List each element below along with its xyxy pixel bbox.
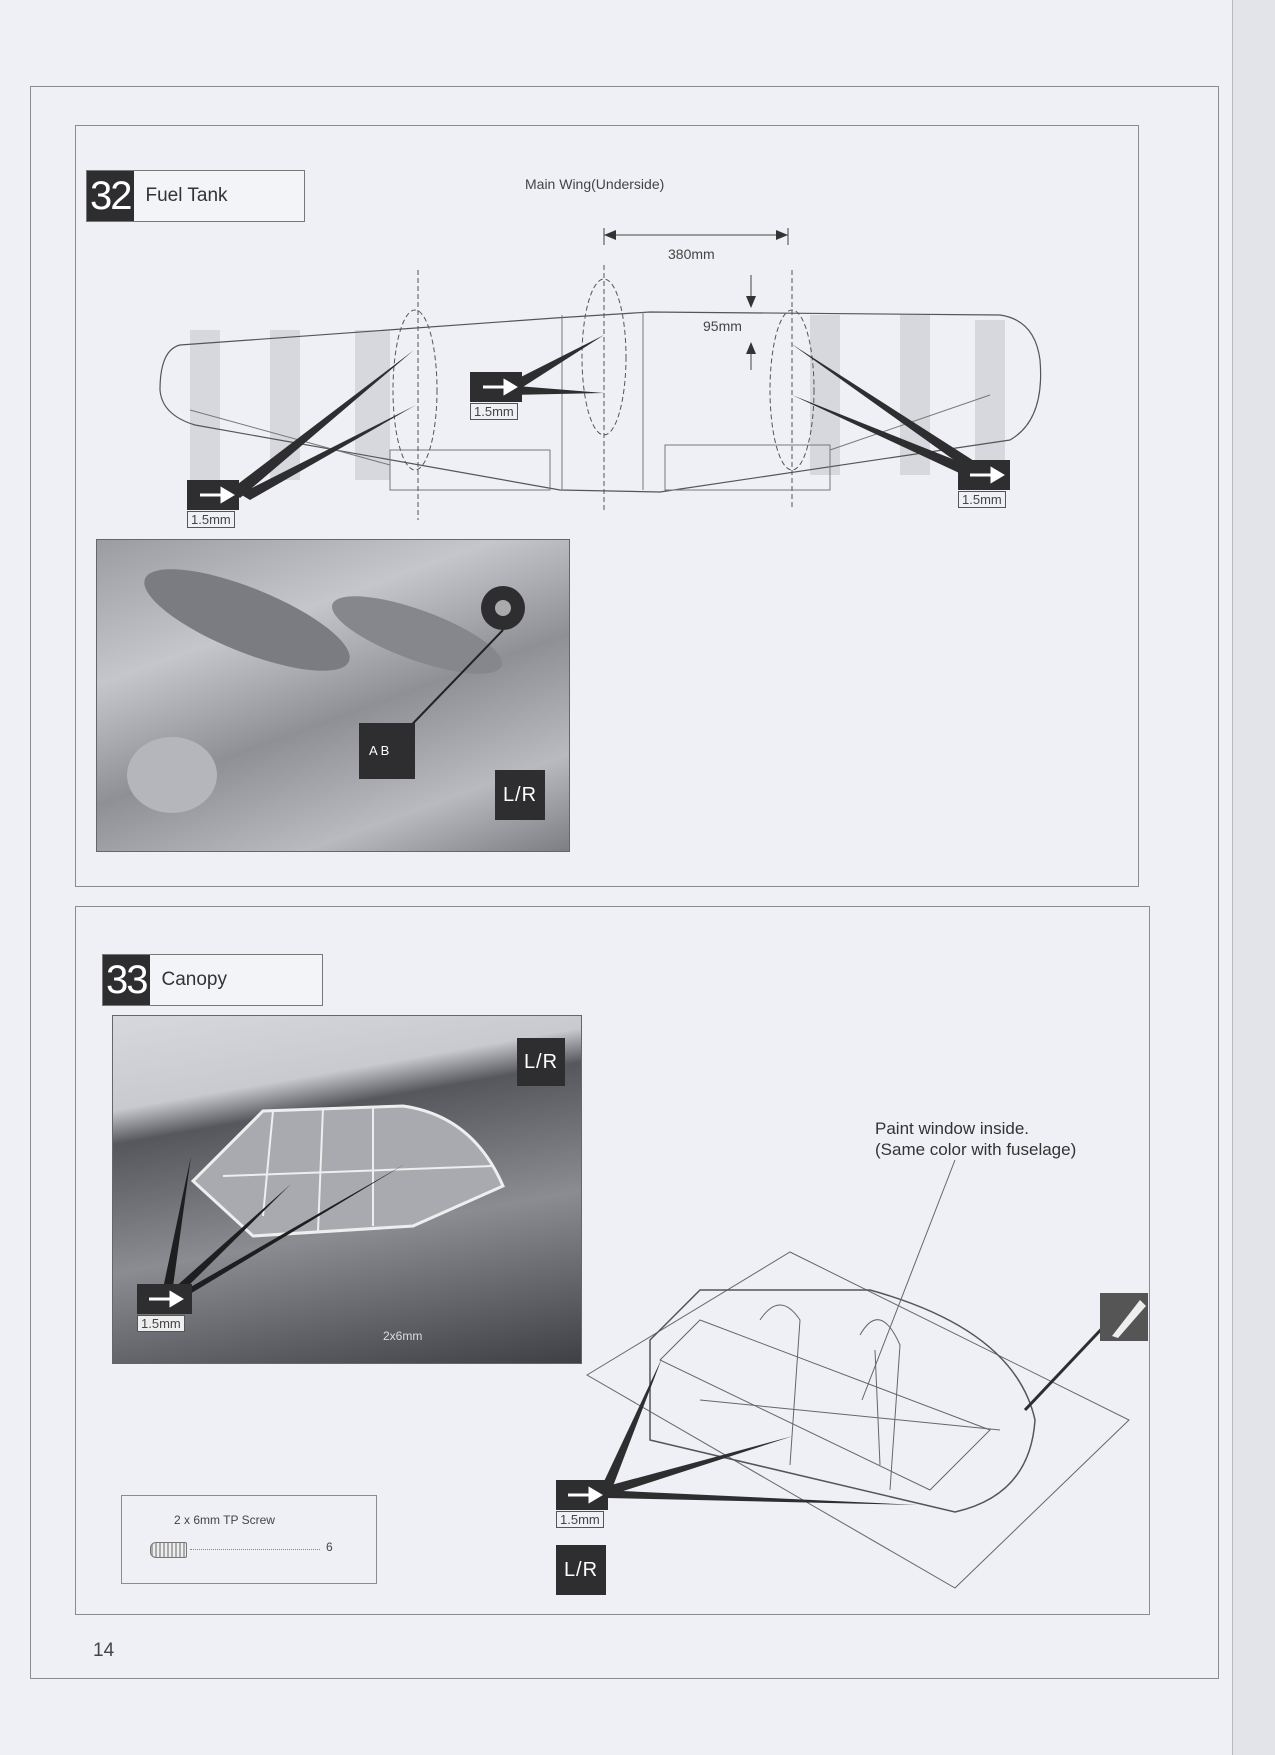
canopy-photo: L/R 1.5mm 2x6mm bbox=[112, 1015, 582, 1364]
fuel-tank-photo: A B L/R bbox=[96, 539, 570, 852]
step-33-panel bbox=[75, 906, 1150, 1615]
span-dimension: 380mm bbox=[668, 246, 715, 262]
drill-size-label: 1.5mm bbox=[958, 491, 1006, 508]
step-number: 33 bbox=[103, 955, 150, 1005]
left-right-tag: L/R bbox=[495, 770, 545, 820]
screw-icon bbox=[150, 1542, 187, 1558]
left-right-tag: L/R bbox=[517, 1038, 565, 1086]
offset-dimension: 95mm bbox=[703, 318, 742, 334]
step-title: Fuel Tank bbox=[145, 185, 228, 206]
step-32-header: 32 Fuel Tank bbox=[86, 170, 305, 222]
drill-size-label: 1.5mm bbox=[137, 1315, 185, 1332]
part-name: 2 x 6mm TP Screw bbox=[174, 1513, 275, 1527]
drill-size-label: 1.5mm bbox=[470, 403, 518, 420]
drill-size-label: 1.5mm bbox=[556, 1511, 604, 1528]
drill-size-label: 1.5mm bbox=[187, 511, 235, 528]
glue-tag: A B bbox=[369, 743, 389, 758]
next-page-edge bbox=[1232, 0, 1275, 1755]
step-title: Canopy bbox=[161, 969, 228, 990]
paint-note: Paint window inside. (Same color with fu… bbox=[875, 1118, 1076, 1160]
note-line: (Same color with fuselage) bbox=[875, 1140, 1077, 1159]
left-right-tag: L/R bbox=[556, 1545, 606, 1595]
drill-tag-icons bbox=[187, 372, 1010, 510]
parts-box: 2 x 6mm TP Screw 6 bbox=[121, 1495, 377, 1584]
leader-dots bbox=[190, 1549, 320, 1550]
part-quantity: 6 bbox=[326, 1540, 333, 1554]
page-frame bbox=[30, 86, 1219, 1679]
note-line: Paint window inside. bbox=[875, 1119, 1030, 1138]
step-number: 32 bbox=[87, 171, 134, 221]
step-33-header: 33 Canopy bbox=[102, 954, 323, 1006]
page-number: 14 bbox=[93, 1640, 115, 1661]
diagram-title: Main Wing(Underside) bbox=[525, 176, 665, 192]
step-32-panel bbox=[75, 125, 1139, 887]
screw-size-label: 2x6mm bbox=[383, 1329, 423, 1343]
